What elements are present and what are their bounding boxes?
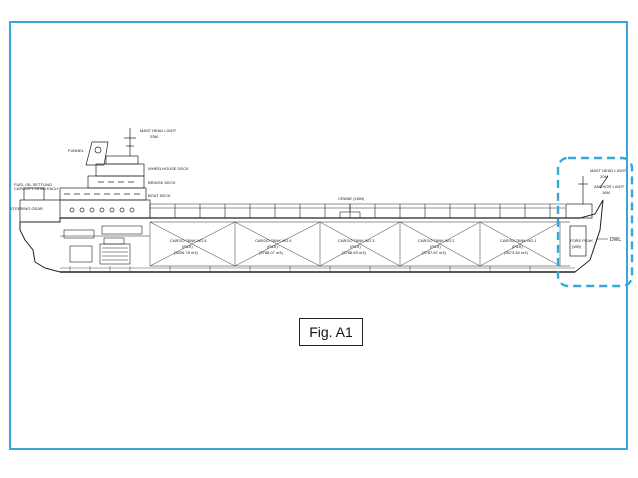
deck-crane <box>339 204 361 219</box>
tank-labels: CARGO TANK NO.5 (P&S) (3406.78 m3) CARGO… <box>170 238 537 255</box>
label-bridge-deck: BRIDGE DECK <box>148 180 176 185</box>
figure-frame <box>9 21 628 450</box>
tank-label: CARGO TANK NO.5 <box>170 238 207 243</box>
label-anchor-light-value: 16M <box>602 190 610 195</box>
label-boat-deck: BOAT DECK <box>148 193 171 198</box>
label-funnel: FUNNEL <box>68 148 85 153</box>
label-mast-head-light-fwd: MAST HEAD LIGHT <box>590 168 627 173</box>
label-crane: CRANE (1NM) <box>338 196 365 201</box>
figure-caption: Fig. A1 <box>299 318 363 346</box>
label-fore-peak: FORE PEAK <box>570 238 593 243</box>
deck-rail <box>149 203 565 218</box>
tank-capacity: (3673.80 m3) <box>504 250 528 255</box>
tank-capacity: (3788.83 m3) <box>342 250 366 255</box>
tank-spec: (P&S) <box>267 244 278 249</box>
label-mast-head-light-aft: MAST HEAD LIGHT <box>140 128 177 133</box>
label-fuel-oil: FUEL OIL SETTLING <box>14 182 52 187</box>
tank-spec: (P&S) <box>182 244 193 249</box>
cargo-tank-structure <box>149 221 561 267</box>
tank-capacity: (3406.78 m3) <box>174 250 198 255</box>
tank-label: CARGO TANK NO.3 <box>338 238 375 243</box>
tank-capacity: (3787.87 m3) <box>422 250 446 255</box>
label-fore-peak-2: (WB) <box>572 244 582 249</box>
label-mast-head-light-fwd-value: 20M <box>600 174 608 179</box>
engine-room <box>60 225 150 265</box>
label-anchor-light: ANCHOR LIGHT <box>594 184 625 189</box>
tank-spec: (P&S) <box>512 244 523 249</box>
double-bottom <box>60 266 575 272</box>
tank-capacity: (3788.07 m3) <box>259 250 283 255</box>
label-fuel-oil-2: CAPACITY 10 M3 EACH <box>14 186 58 191</box>
tank-label: CARGO TANK NO.1 <box>500 238 537 243</box>
tank-label: CARGO TANK NO.2 <box>418 238 455 243</box>
label-wheelhouse-deck: WHEELHOUSE DECK <box>148 166 189 171</box>
bow-highlight-box <box>556 156 634 288</box>
hull <box>19 199 604 273</box>
superstructure <box>19 128 151 222</box>
annotations: FUNNEL MAST HEAD LIGHT 23M WHEELHOUSE DE… <box>10 128 627 249</box>
tank-label: CARGO TANK NO.4 <box>255 238 292 243</box>
bow-structure <box>565 175 609 257</box>
tank-spec: (P&S) <box>430 244 441 249</box>
label-mast-head-light-aft-value: 23M <box>150 134 158 139</box>
label-dwl: DWL <box>610 237 621 243</box>
label-steering: STEERING GEAR <box>10 206 43 211</box>
tank-spec: (P&S) <box>350 244 361 249</box>
